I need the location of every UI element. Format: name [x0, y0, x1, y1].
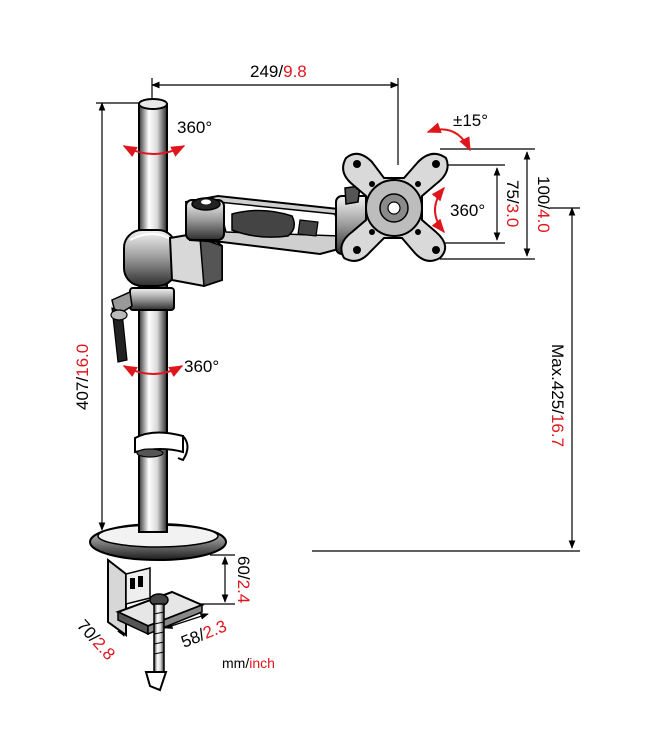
- tilt-arrow: [426, 122, 471, 152]
- pole-top-rotation-label: 360°: [177, 118, 212, 137]
- vesa-plate: [340, 152, 449, 262]
- clamp-height-label: 60/2.4: [234, 556, 253, 603]
- cable-clip: [134, 431, 189, 462]
- desk-clamp: [107, 557, 205, 692]
- pole-mid-rotation-label: 360°: [184, 357, 219, 376]
- pole-height-label: 407/16.0: [73, 344, 92, 410]
- tilt-label: ±15°: [453, 111, 488, 130]
- pole-top-rotation-arrow: [122, 145, 186, 157]
- pole-mid-rotation-arrow: [122, 365, 184, 377]
- pole-joint: [123, 229, 223, 288]
- max-height-label: Max.425/16.7: [548, 344, 567, 447]
- max-height-dimension: [312, 207, 580, 552]
- arm-reach-dimension: [151, 78, 399, 165]
- vesa-75-label: 75/3.0: [503, 180, 522, 227]
- vesa-75-dimension: [440, 164, 505, 244]
- plate-rotation-arrow: [431, 186, 445, 234]
- support-pole: [138, 98, 168, 533]
- clamp-width-dimension: [164, 613, 209, 629]
- clamp-height-dimension: [195, 554, 235, 605]
- height-collar: [110, 287, 175, 363]
- plate-rotation-label: 360°: [450, 201, 485, 220]
- pole-height-dimension: [96, 102, 140, 531]
- arm-reach-label: 249/9.8: [250, 62, 307, 81]
- units-legend: mm/inch: [222, 655, 275, 671]
- swing-arm: [184, 185, 371, 256]
- vesa-100-label: 100/4.0: [534, 176, 553, 233]
